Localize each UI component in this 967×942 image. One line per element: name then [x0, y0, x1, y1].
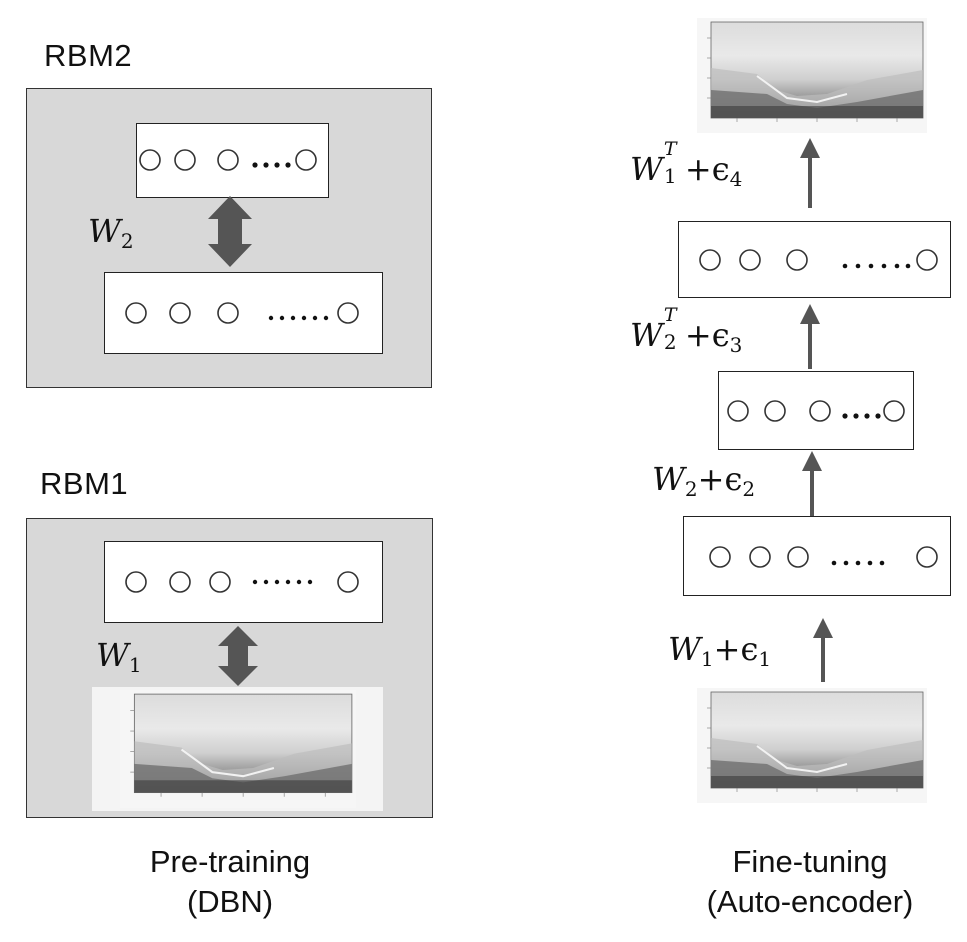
neuron-node: [709, 546, 731, 568]
neuron-node: [125, 302, 147, 324]
up-arrow-icon: [813, 618, 833, 638]
neuron-circles: [125, 149, 938, 593]
w2-eps2-label: W2+ϵ2: [652, 460, 756, 501]
w2-label: W2: [88, 212, 134, 253]
w1-label: W1: [96, 636, 142, 677]
neuron-node: [209, 571, 231, 593]
finetuning-caption: Fine-tuning (Auto-encoder): [660, 842, 960, 922]
up-arrows: [800, 138, 833, 682]
up-arrow-icon: [802, 451, 822, 471]
neuron-node: [125, 571, 147, 593]
finetuning-caption-line2: (Auto-encoder): [706, 884, 914, 919]
neuron-node: [727, 400, 749, 422]
neuron-node: [139, 149, 161, 171]
pretraining-caption-line2: (DBN): [186, 884, 274, 919]
neuron-node: [786, 249, 808, 271]
neuron-node: [295, 149, 317, 171]
input-spectrogram: [695, 688, 929, 803]
neuron-node: [749, 546, 771, 568]
pretraining-caption-line1: Pre-training: [149, 844, 311, 879]
neuron-node: [764, 400, 786, 422]
neuron-node: [916, 249, 938, 271]
neuron-node: [787, 546, 809, 568]
up-arrow-icon: [800, 138, 820, 158]
w1-eps1-label: W1+ϵ1: [668, 630, 772, 671]
ellipsis-dots: [252, 162, 911, 585]
rbm1-input-spectrogram: [118, 690, 358, 808]
w2-double-arrow-icon: [208, 196, 252, 267]
w1-double-arrow-icon: [218, 626, 258, 686]
up-arrow-icon: [800, 304, 820, 324]
neuron-node: [169, 302, 191, 324]
neuron-node: [337, 571, 359, 593]
neuron-node: [217, 149, 239, 171]
neuron-node: [169, 571, 191, 593]
rbm2-visible-layer: [104, 272, 383, 354]
rbm1-hidden-layer: [104, 541, 383, 623]
neuron-node: [174, 149, 196, 171]
neuron-node: [809, 400, 831, 422]
neuron-node: [739, 249, 761, 271]
neuron-node: [699, 249, 721, 271]
neuron-node: [883, 400, 905, 422]
rbm2-title: RBM2: [44, 38, 133, 73]
finetuning-caption-line1: Fine-tuning: [732, 844, 888, 879]
reconstructed-spectrogram: [695, 18, 929, 133]
pretraining-caption: Pre-training (DBN): [100, 842, 360, 922]
neuron-node: [337, 302, 359, 324]
ae-layer-4: [678, 221, 951, 298]
neuron-node: [217, 302, 239, 324]
rbm1-title: RBM1: [40, 466, 129, 501]
neuron-node: [916, 546, 938, 568]
